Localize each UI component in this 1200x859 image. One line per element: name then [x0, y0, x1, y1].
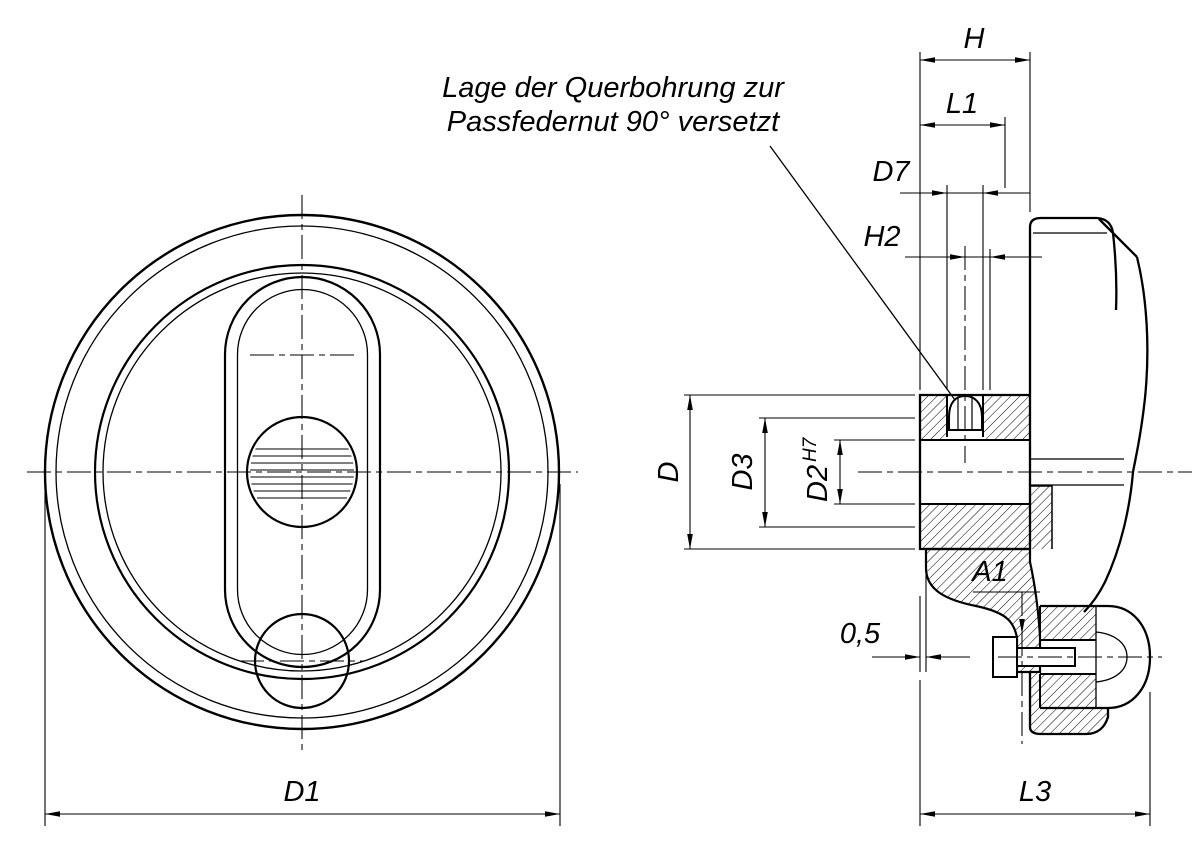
disc-outline: [924, 547, 1042, 674]
dim-label-l1: L1: [946, 88, 978, 120]
hub-bore: [920, 439, 1030, 505]
disc-section: [926, 549, 1040, 672]
dim-label-d2-tolerance: H7: [800, 436, 821, 462]
hub-socket-step: [1030, 485, 1053, 549]
front-view-centerlines: [27, 195, 578, 753]
dimension-lines: [45, 59, 1150, 815]
lower-rim-outline: [1028, 672, 1110, 736]
side-view: [918, 216, 1152, 736]
side-view-centerlines: [858, 246, 1192, 744]
dimension-arrows: [45, 57, 1150, 817]
rim-chamfer-edge: [1098, 218, 1138, 258]
rim-inner-surface-lines: [1030, 458, 1124, 486]
section-hatching: [920, 395, 1108, 734]
dim-label-d1: D1: [283, 776, 320, 808]
handle-bore: [1040, 639, 1096, 675]
dim-label-d3: D3: [727, 453, 759, 490]
drawing-labels: Lage der Querbohrung zur Passfedernut 90…: [283, 23, 1051, 808]
dim-label-d2: D2: [802, 465, 834, 502]
rim-front-face: [1028, 216, 1097, 549]
handle-wall-bottom: [1040, 674, 1096, 708]
set-screw-socket: [957, 398, 973, 429]
dim-label-d7: D7: [872, 156, 911, 188]
lower-rim-section: [1030, 672, 1108, 734]
dimensions: [44, 52, 1151, 826]
dim-label-h2: H2: [863, 221, 900, 253]
dim-label-l3: L3: [1019, 776, 1051, 808]
dim-label-h: H: [964, 23, 985, 55]
rim-outer-profile: [1083, 256, 1149, 613]
dim-label-a1: A1: [970, 556, 1007, 588]
dim-label-d: D: [653, 461, 685, 482]
annotation-line-1: Lage der Querbohrung zur: [442, 72, 785, 104]
handle-wall-top: [1040, 606, 1096, 640]
extension-lines: [44, 52, 1151, 826]
annotation-line-2: Passfedernut 90° versetzt: [447, 106, 781, 138]
rim-top-corner: [1096, 216, 1118, 311]
annotation-leader-line: [769, 145, 956, 401]
dim-label-gap: 0,5: [840, 618, 881, 650]
